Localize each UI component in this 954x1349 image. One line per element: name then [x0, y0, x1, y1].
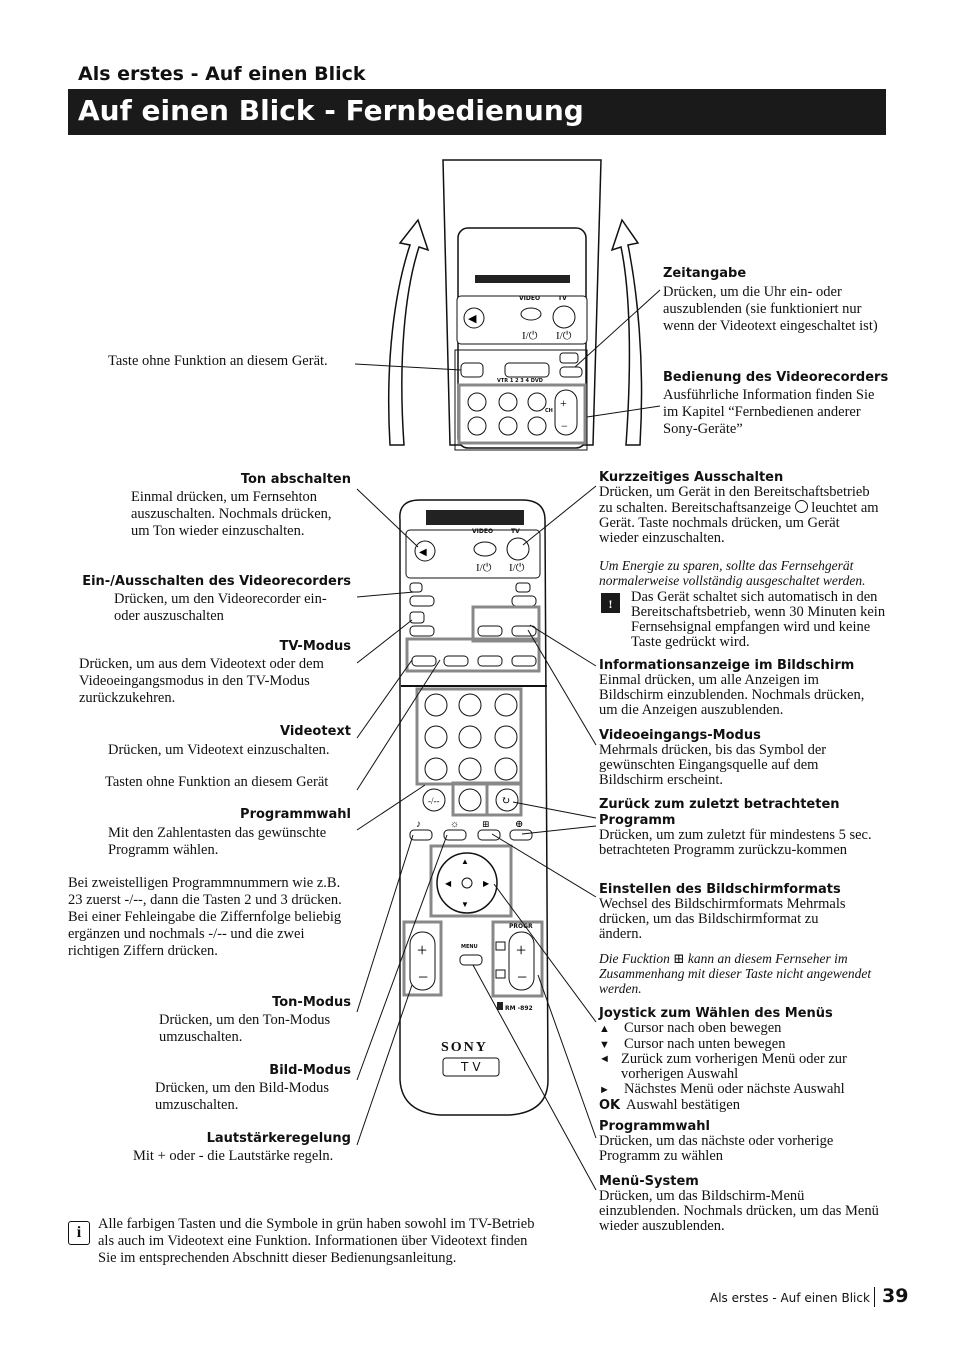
arrow-right-icon: [610, 218, 643, 446]
remote-top-tv-label: TV: [558, 295, 567, 302]
tv-mode-text: Drücken, um aus dem Videotext oder dem V…: [79, 656, 324, 706]
zeitangabe-text: Drücken, um die Uhr ein- oder auszublend…: [663, 284, 878, 334]
warning-icon: !: [601, 593, 620, 613]
kurz-warning: Das Gerät schaltet sich automatisch in d…: [631, 589, 886, 650]
two-digit-text: Bei zweistelligen Programmnummern wie z.…: [68, 875, 342, 959]
format-icon: ⊞: [673, 951, 685, 966]
remote-video-label: VIDEO: [472, 528, 494, 535]
lautstaerke-text: Mit + oder - die Lautstärke regeln.: [133, 1148, 334, 1164]
arrow-left-icon: [387, 218, 430, 446]
svg-text:-/--: -/--: [428, 796, 440, 806]
bild-modus-title: Bild-Modus: [269, 1063, 351, 1078]
svg-text:+: +: [417, 940, 427, 960]
footer-label: Als erstes - Auf einen Blick: [710, 1291, 870, 1305]
info-title: Informationsanzeige im Bildschirm: [599, 658, 855, 673]
remote-brand: SONY: [441, 1040, 488, 1055]
videotext-text: Drücken, um Videotext einzuschalten.: [108, 742, 330, 758]
joystick-item-left: ◄Zurück zum vorherigen Menü oder zur vor…: [599, 1051, 847, 1083]
remote-top-ch-label: CH: [545, 408, 553, 414]
svg-text:+: +: [516, 940, 526, 960]
svg-text:↻: ↻: [501, 795, 510, 807]
joystick-list: ▲Cursor nach oben bewegen ▼Cursor nach u…: [599, 1021, 884, 1113]
remote-power-vtr: I/⏻: [476, 562, 492, 574]
remote-top-vtr-label: VTR 1 2 3 4 DVD: [497, 378, 543, 384]
funktion-note-1: Die Fucktion: [599, 951, 670, 966]
kurz-text-1: Drücken, um Gerät in den Bereitschaftsbe…: [599, 484, 870, 516]
svg-text:▶: ▶: [483, 879, 490, 888]
programmwahl-left-title: Programmwahl: [240, 807, 351, 822]
zurueck-title: Zurück zum zuletzt betrachteten Programm: [599, 797, 840, 828]
standby-icon: [794, 500, 808, 513]
remote-progr-label: PROGR: [509, 923, 533, 930]
ton-title: Ton abschalten: [240, 472, 351, 487]
ton-modus-text: Drücken, um den Ton-Modus umzuschalten.: [159, 1012, 331, 1045]
joystick-item-down: ▼Cursor nach unten bewegen: [599, 1035, 786, 1052]
svg-text:◀: ◀: [419, 547, 427, 558]
remote-tv-label: TV: [511, 528, 520, 535]
programmwahl-right-text: Drücken, um das nächste oder vorherige P…: [599, 1133, 834, 1164]
videorecorder-text: Ausführliche Information finden Sie im K…: [663, 387, 875, 437]
info-icon: i: [68, 1221, 90, 1245]
svg-text:◀: ◀: [445, 879, 452, 888]
menu-text: Drücken, um das Bildschirm-Menü einzuble…: [599, 1188, 879, 1234]
no-function-left: Tasten ohne Funktion an diesem Gerät: [105, 774, 329, 790]
lautstaerke-title: Lautstärkeregelung: [206, 1131, 351, 1146]
kurz-text-2: leuchtet am Gerät. Taste nochmals drücke…: [599, 500, 879, 546]
svg-text:▲: ▲: [461, 857, 469, 866]
tv-mode-title: TV-Modus: [279, 639, 351, 654]
svg-text:+: +: [560, 396, 567, 410]
ton-modus-title: Ton-Modus: [272, 995, 351, 1010]
remote-top-power-tv: I/⏻: [556, 330, 572, 342]
page-number: 39: [882, 1285, 909, 1307]
joystick-item-right: ►Nächstes Menü oder nächste Auswahl: [599, 1080, 845, 1097]
kurz-title: Kurzzeitiges Ausschalten: [599, 470, 784, 485]
footer-note: Alle farbigen Tasten und die Symbole in …: [98, 1216, 535, 1266]
page-title: Auf einen Blick - Fernbedienung: [78, 94, 584, 127]
menu-title: Menü-System: [599, 1174, 699, 1189]
footer-divider: [874, 1287, 875, 1307]
info-text: Einmal drücken, um alle Anzeigen im Bild…: [599, 672, 865, 718]
zeitangabe-title: Zeitangabe: [663, 266, 747, 281]
remote-model-label: RM -892: [505, 1005, 533, 1012]
zurueck-text: Drücken, um zum zuletzt für mindestens 5…: [599, 827, 872, 858]
format-text: Wechsel des Bildschirmformats Mehrmals d…: [599, 896, 846, 942]
videoeingang-title: Videoeingangs-Modus: [599, 728, 761, 743]
no-function-top: Taste ohne Funktion an diesem Gerät.: [108, 353, 328, 369]
programmwahl-right-title: Programmwahl: [599, 1119, 710, 1134]
title-bar: Auf einen Blick - Fernbedienung: [68, 89, 886, 135]
remote-menu-label: MENU: [461, 944, 478, 950]
bild-modus-text: Drücken, um den Bild-Modus umzuschalten.: [155, 1080, 329, 1113]
remote-top-video-label: VIDEO: [519, 295, 541, 302]
joystick-item-up: ▲Cursor nach oben bewegen: [599, 1020, 782, 1036]
remote-top-power-vtr: I/⏻: [522, 330, 538, 342]
videorecorder-title: Bedienung des Videorecorders: [663, 370, 889, 385]
svg-text:⊕: ⊕: [515, 819, 523, 830]
svg-text:−: −: [561, 419, 568, 433]
svg-text:▼: ▼: [461, 900, 469, 909]
svg-text:◀: ◀: [468, 312, 477, 325]
programmwahl-left-text: Mit den Zahlentasten das gewünschte Prog…: [108, 825, 327, 858]
videotext-title: Videotext: [280, 724, 351, 739]
remote-tv-badge: TV: [461, 1060, 485, 1074]
kurz-italic: Um Energie zu sparen, sollte das Fernseh…: [599, 558, 866, 588]
videoeingang-text: Mehrmals drücken, bis das Symbol der gew…: [599, 742, 827, 788]
ton-text: Einmal drücken, um Fernsehton auszuschal…: [131, 489, 332, 539]
svg-text:−: −: [418, 967, 428, 987]
svg-text:⊞: ⊞: [482, 819, 490, 829]
format-title: Einstellen des Bildschirmformats: [599, 882, 841, 897]
section-title: Als erstes - Auf einen Blick: [78, 63, 366, 85]
svg-text:−: −: [517, 967, 527, 987]
svg-text:☼: ☼: [450, 819, 459, 830]
svg-text:♪: ♪: [416, 819, 421, 830]
joystick-title: Joystick zum Wählen des Menüs: [599, 1006, 833, 1021]
vcr-power-text: Drücken, um den Videorecorder ein- oder …: [114, 591, 327, 624]
funktion-note-2: kann an diesem Fernseher im Zusammenhang…: [599, 951, 872, 996]
remote-power-tv: I/⏻: [509, 562, 525, 574]
vcr-power-title: Ein-/Ausschalten des Videorecorders: [82, 574, 351, 589]
